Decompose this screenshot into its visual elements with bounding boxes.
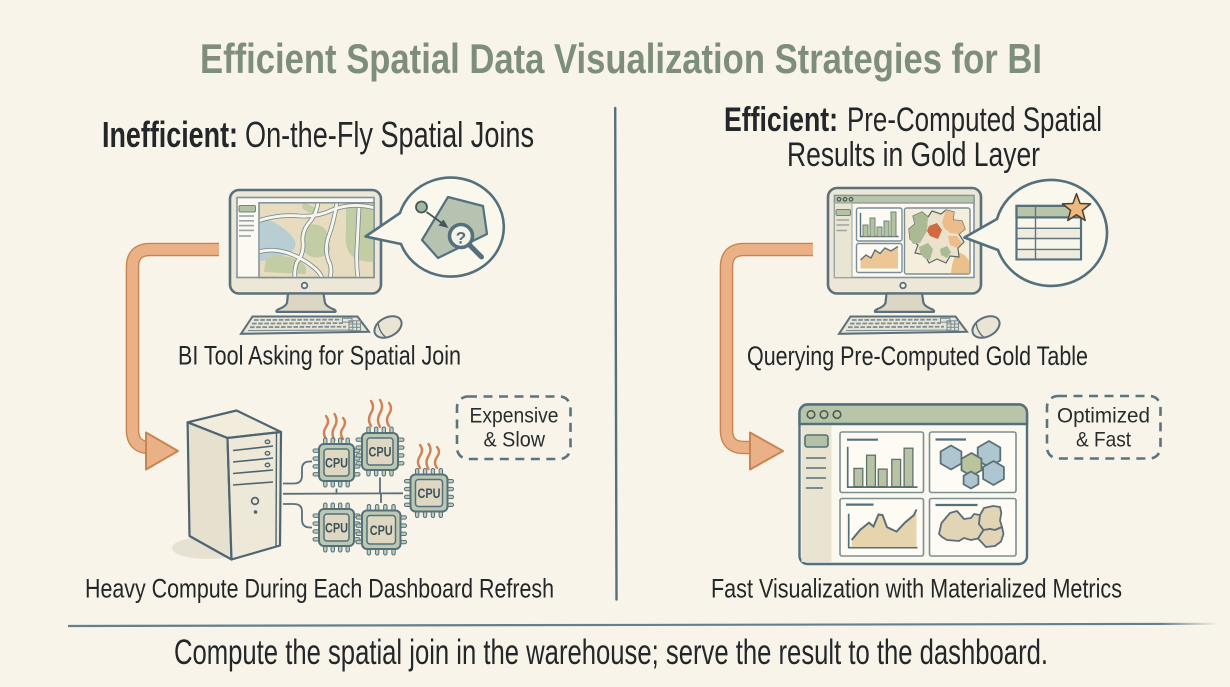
svg-text:On-the-Fly Spatial Joins: On-the-Fly Spatial Joins — [245, 114, 534, 155]
svg-text:CPU: CPU — [325, 456, 348, 471]
svg-text:Querying Pre-Computed Gold Tab: Querying Pre-Computed Gold Table — [747, 341, 1088, 371]
svg-text:Efficient Spatial Data Visuali: Efficient Spatial Data Visualization Str… — [200, 35, 1042, 82]
svg-text:Heavy Compute During Each Dash: Heavy Compute During Each Dashboard Refr… — [85, 574, 554, 604]
svg-text:Efficient:: Efficient: — [724, 101, 838, 139]
svg-text:CPU: CPU — [418, 486, 441, 501]
svg-text:CPU: CPU — [369, 445, 392, 460]
svg-text:& Slow: & Slow — [484, 429, 546, 452]
svg-text:Inefficient:: Inefficient: — [102, 114, 238, 155]
svg-text:Pre-Computed Spatial: Pre-Computed Spatial — [847, 101, 1102, 139]
svg-text:Fast Visualization with Materi: Fast Visualization with Materialized Met… — [711, 574, 1122, 604]
svg-text:?: ? — [456, 229, 466, 248]
svg-text:Optimized: Optimized — [1057, 405, 1150, 428]
svg-text:CPU: CPU — [370, 523, 393, 538]
svg-text:Expensive: Expensive — [470, 405, 559, 428]
svg-text:Results in Gold Layer: Results in Gold Layer — [787, 136, 1040, 174]
svg-text:BI Tool Asking for Spatial Joi: BI Tool Asking for Spatial Join — [178, 341, 461, 371]
svg-text:CPU: CPU — [325, 521, 348, 536]
svg-text:& Fast: & Fast — [1076, 429, 1131, 452]
svg-text:Compute the spatial join in th: Compute the spatial join in the warehous… — [174, 633, 1048, 672]
